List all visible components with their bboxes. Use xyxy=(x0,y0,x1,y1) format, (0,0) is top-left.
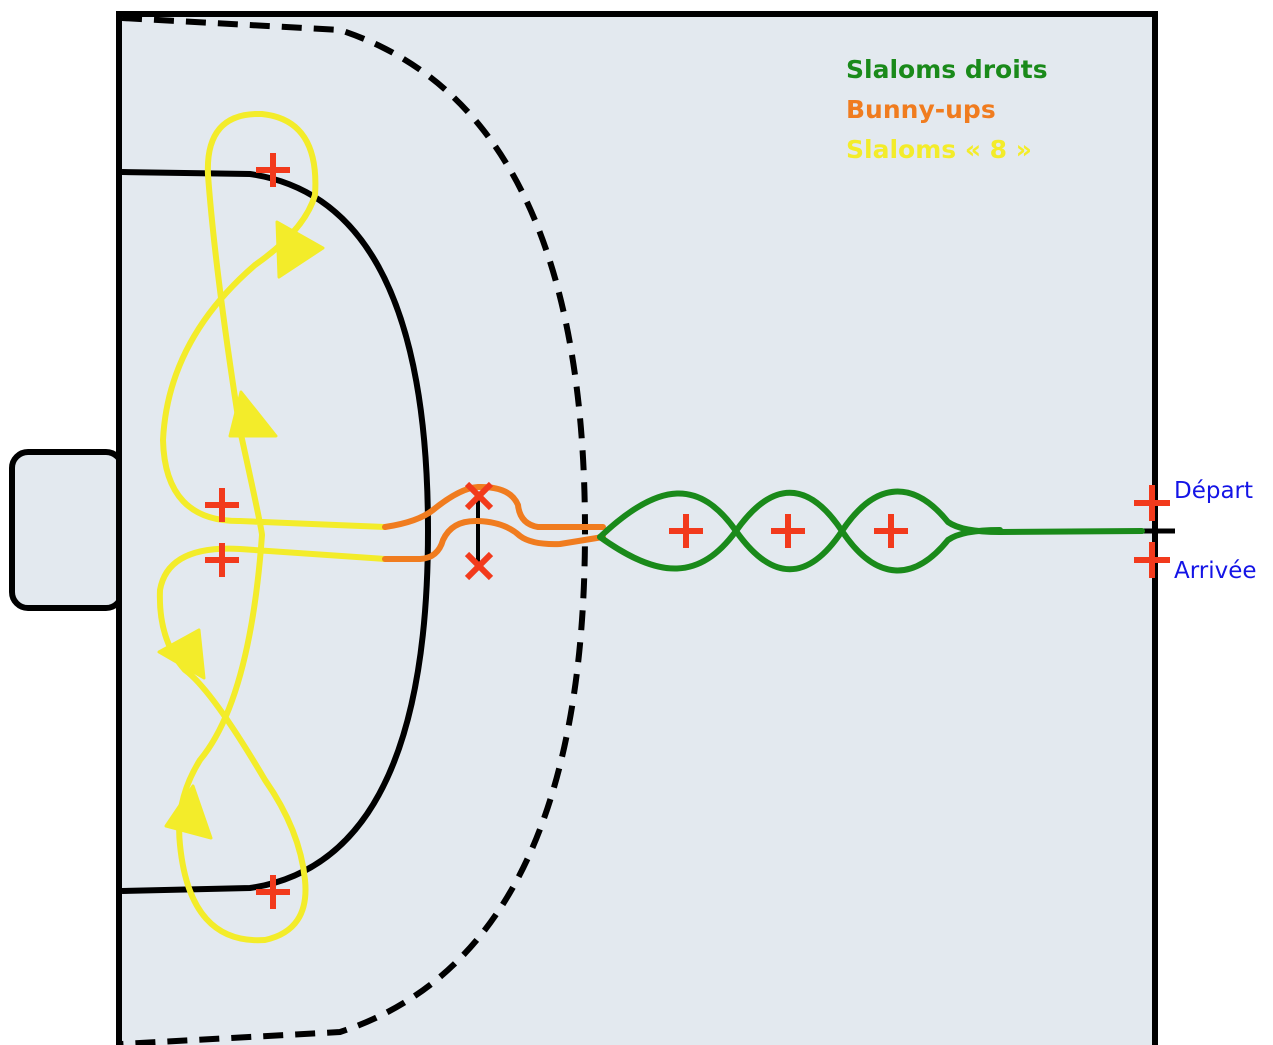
legend-bunny-ups: Bunny-ups xyxy=(846,95,996,124)
goal xyxy=(9,449,125,611)
triangle-arrow-icon xyxy=(164,784,213,840)
red-cross-icon xyxy=(256,153,290,187)
red-cross-icon xyxy=(205,543,239,577)
start-label: Départ xyxy=(1174,478,1253,504)
cone-markers xyxy=(205,153,1170,909)
red-x-icon xyxy=(464,551,494,581)
straight-slalom-path xyxy=(597,488,1145,574)
direction-arrows xyxy=(157,220,325,840)
legend: Slaloms droits Bunny-ups Slaloms « 8 » xyxy=(846,55,1048,164)
red-cross-icon xyxy=(1134,542,1170,578)
legend-straight-slaloms: Slaloms droits xyxy=(846,55,1048,84)
red-cross-icon xyxy=(771,514,805,548)
obstacle-markers xyxy=(464,481,494,581)
red-cross-icon xyxy=(874,514,908,548)
red-cross-icon xyxy=(205,488,239,522)
red-cross-icon xyxy=(1134,485,1170,521)
goal-area-line xyxy=(121,169,432,894)
red-cross-icon xyxy=(256,875,290,909)
triangle-arrow-icon xyxy=(275,220,325,279)
red-cross-icon xyxy=(669,514,703,548)
red-x-icon xyxy=(464,481,494,511)
triangle-arrow-icon xyxy=(228,390,278,438)
triangle-arrow-icon xyxy=(157,628,206,680)
free-throw-line xyxy=(121,15,589,1045)
legend-eight-slaloms: Slaloms « 8 » xyxy=(846,135,1032,164)
finish-label: Arrivée xyxy=(1174,558,1257,584)
bunny-ups-path xyxy=(382,483,606,562)
